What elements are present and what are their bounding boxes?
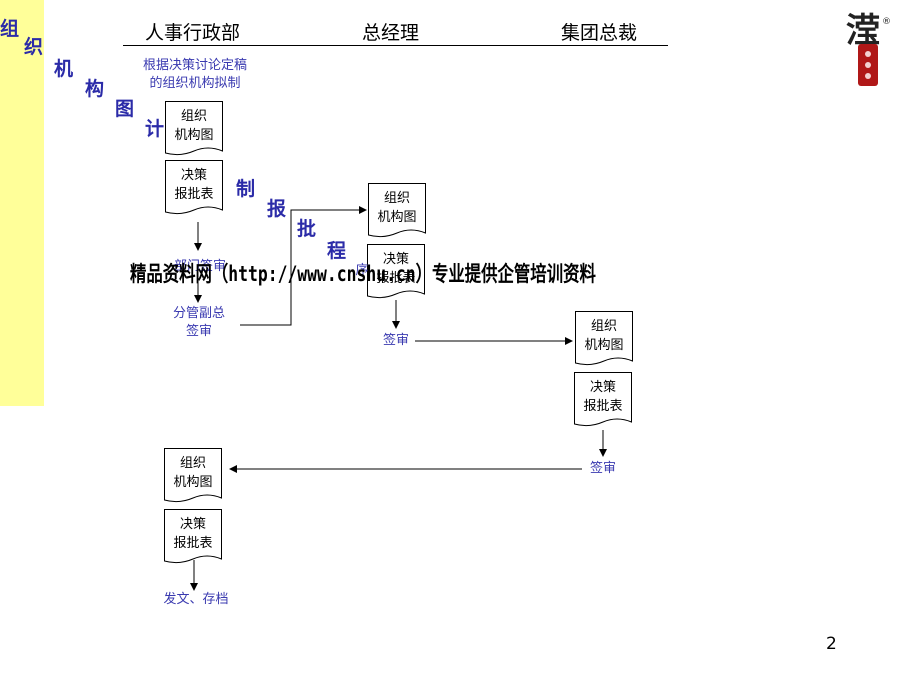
doc-org-chart: 组织机构图 xyxy=(368,183,426,243)
lane-header-hr: 人事行政部 xyxy=(145,22,241,44)
doc-org-chart: 组织机构图 xyxy=(165,101,223,161)
doc-org-chart: 组织机构图 xyxy=(164,448,222,508)
title-char: 组 xyxy=(0,18,20,40)
title-char: 构 xyxy=(85,78,105,100)
doc-line: 报批表 xyxy=(174,187,214,202)
doc-line: 组织 xyxy=(180,109,207,124)
doc-line: 组织 xyxy=(590,319,617,334)
page-number: 2 xyxy=(826,634,837,654)
watermark-text: 精品资料网（http://www.cnshu.cn）专业提供企管培训资料 xyxy=(130,262,596,286)
doc-line: 组织 xyxy=(383,191,410,206)
title-char: 程 xyxy=(327,240,347,262)
note-line: 根据决策讨论定稿 xyxy=(142,58,247,73)
doc-line: 报批表 xyxy=(583,399,623,414)
step-gm-sign: 签审 xyxy=(382,333,409,348)
lane-header-president: 集团总裁 xyxy=(561,22,638,44)
lane-header-gm: 总经理 xyxy=(362,22,420,44)
step-line: 签审 xyxy=(185,324,212,339)
company-logo: 滢 ® xyxy=(842,8,898,88)
doc-line: 机构图 xyxy=(584,338,624,353)
step-president-sign: 签审 xyxy=(589,461,616,476)
title-char: 织 xyxy=(24,36,44,58)
doc-line: 组织 xyxy=(179,456,206,471)
step-line: 分管副总 xyxy=(172,306,225,321)
doc-line: 机构图 xyxy=(377,210,417,225)
doc-approval-form: 决策报批表 xyxy=(367,244,425,304)
step-dept-sign: 部门签审 xyxy=(173,259,226,274)
doc-line: 报批表 xyxy=(173,536,213,551)
title-char: 计 xyxy=(145,118,165,140)
title-char: 批 xyxy=(297,218,317,240)
step-issue-archive: 发文、存档 xyxy=(163,592,229,607)
doc-approval-form: 决策报批表 xyxy=(165,160,223,220)
doc-approval-form: 决策报批表 xyxy=(164,509,222,569)
title-char: 制 xyxy=(236,178,256,200)
doc-line: 决策 xyxy=(180,168,207,183)
header-divider xyxy=(123,45,668,46)
svg-text:®: ® xyxy=(882,17,891,27)
doc-line: 决策 xyxy=(589,380,616,395)
doc-line: 报批表 xyxy=(376,271,416,286)
title-char: 机 xyxy=(54,58,74,80)
doc-org-chart: 组织机构图 xyxy=(575,311,633,371)
hidden-partial-char: 序 xyxy=(355,263,369,278)
doc-approval-form: 决策报批表 xyxy=(574,372,632,432)
doc-line: 决策 xyxy=(382,252,409,267)
title-char: 报 xyxy=(267,198,287,220)
step-vp-review: 分管副总 签审 xyxy=(160,305,238,341)
note-line: 的组织机构拟制 xyxy=(149,76,241,91)
left-accent-bar xyxy=(0,0,44,406)
drafting-note: 根据决策讨论定稿 的组织机构拟制 xyxy=(130,57,260,93)
doc-line: 机构图 xyxy=(173,475,213,490)
doc-line: 决策 xyxy=(179,517,206,532)
doc-line: 机构图 xyxy=(174,128,214,143)
title-char: 图 xyxy=(115,98,135,120)
